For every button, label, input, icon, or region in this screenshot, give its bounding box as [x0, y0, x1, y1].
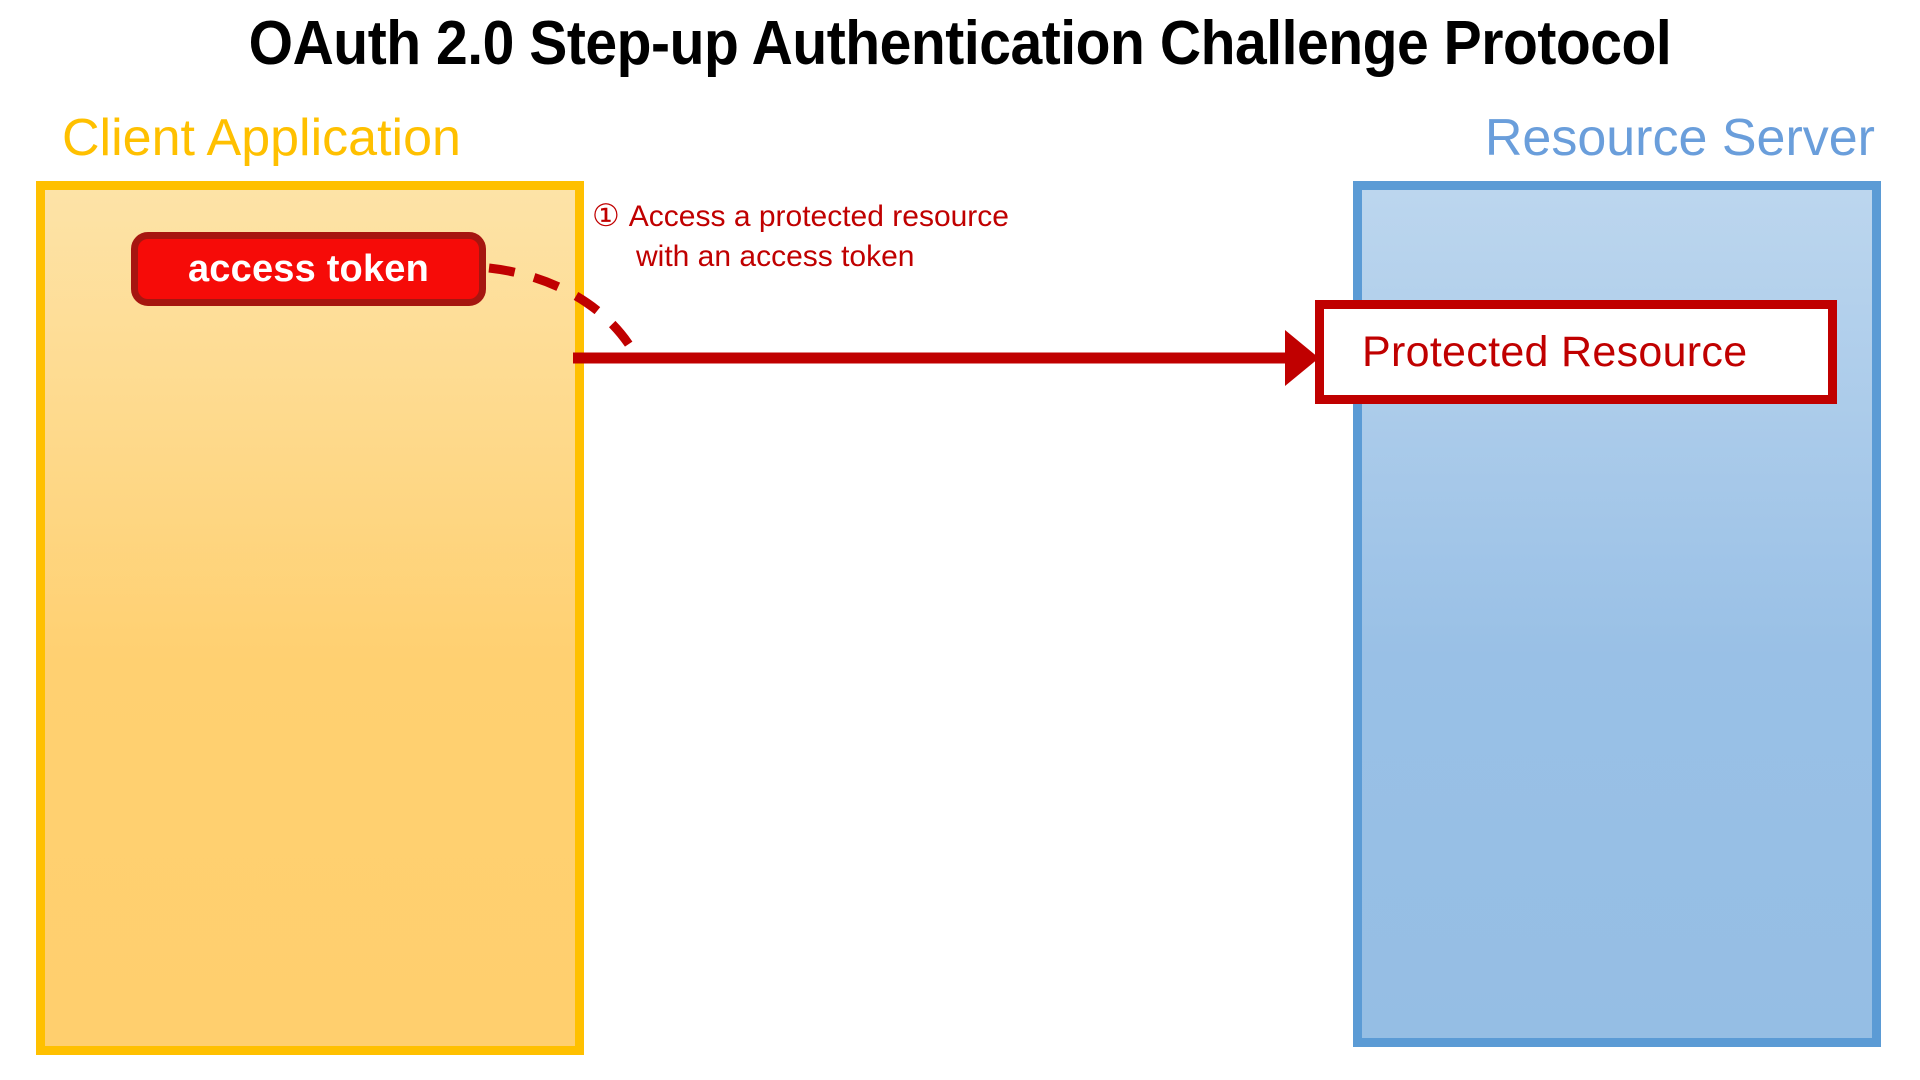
lane-label-client-application: Client Application: [62, 109, 461, 167]
request-arrow-head: [1285, 330, 1319, 386]
step-number-badge: ①: [592, 198, 620, 233]
page-title: OAuth 2.0 Step-up Authentication Challen…: [248, 9, 1672, 78]
protected-resource-box: Protected Resource: [1315, 300, 1837, 404]
step-1-line-1: Access a protected resource: [628, 200, 1009, 233]
step-1-line-2: with an access token: [636, 239, 915, 273]
access-token-badge: access token: [131, 232, 486, 306]
lane-panel-client-application: [36, 181, 584, 1055]
lane-label-resource-server: Resource Server: [1484, 109, 1875, 167]
